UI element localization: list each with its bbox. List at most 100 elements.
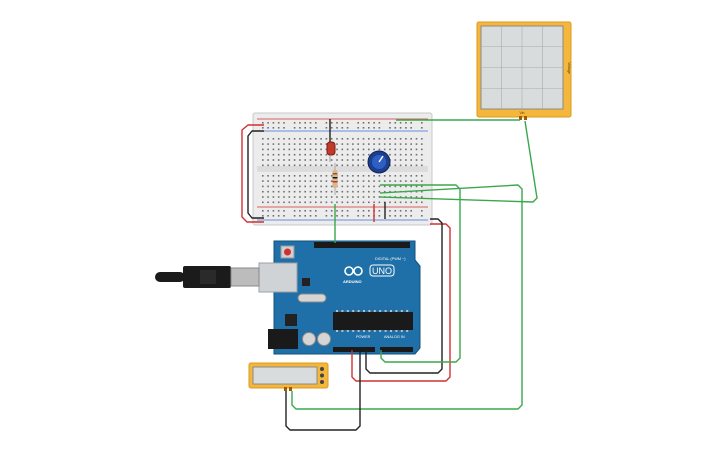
- breadboard-hole[interactable]: [399, 159, 402, 161]
- breadboard-hole[interactable]: [315, 180, 317, 182]
- breadboard-hole[interactable]: [373, 180, 375, 182]
- breadboard-hole[interactable]: [336, 190, 338, 193]
- breadboard-hole[interactable]: [421, 215, 423, 217]
- breadboard-hole[interactable]: [410, 180, 412, 182]
- breadboard-hole[interactable]: [315, 201, 317, 204]
- breadboard-hole[interactable]: [362, 215, 365, 217]
- multimeter-probe-terminal[interactable]: [320, 373, 324, 378]
- breadboard-hole[interactable]: [357, 210, 359, 212]
- breadboard-hole[interactable]: [421, 159, 423, 161]
- breadboard-hole[interactable]: [346, 180, 349, 182]
- breadboard-hole[interactable]: [389, 210, 391, 212]
- breadboard-hole[interactable]: [383, 180, 386, 182]
- breadboard-hole[interactable]: [410, 148, 412, 151]
- breadboard-hole[interactable]: [394, 159, 397, 161]
- breadboard-hole[interactable]: [293, 190, 296, 193]
- breadboard-hole[interactable]: [405, 180, 407, 182]
- breadboard-hole[interactable]: [304, 215, 306, 217]
- breadboard-hole[interactable]: [357, 164, 359, 167]
- breadboard-hole[interactable]: [315, 164, 317, 167]
- breadboard-hole[interactable]: [415, 164, 418, 167]
- breadboard-hole[interactable]: [299, 143, 301, 145]
- breadboard-hole[interactable]: [304, 122, 306, 124]
- breadboard-hole[interactable]: [373, 196, 375, 198]
- breadboard-hole[interactable]: [277, 153, 280, 156]
- breadboard-hole[interactable]: [362, 148, 365, 151]
- oscilloscope[interactable]: Voltage Vin: [476, 21, 572, 120]
- breadboard-hole[interactable]: [304, 138, 306, 140]
- breadboard-hole[interactable]: [346, 164, 349, 167]
- breadboard-hole[interactable]: [299, 127, 301, 129]
- breadboard-hole[interactable]: [368, 215, 370, 217]
- breadboard-hole[interactable]: [362, 190, 365, 193]
- breadboard-hole[interactable]: [373, 127, 375, 129]
- breadboard-hole[interactable]: [277, 201, 280, 204]
- breadboard-hole[interactable]: [304, 148, 306, 151]
- breadboard-hole[interactable]: [325, 190, 328, 193]
- green-wire-meter-positive[interactable]: [291, 184, 523, 410]
- breadboard-hole[interactable]: [410, 210, 412, 212]
- oscilloscope-pin-positive[interactable]: [519, 116, 522, 120]
- breadboard-hole[interactable]: [320, 185, 322, 188]
- breadboard-hole[interactable]: [346, 175, 349, 177]
- breadboard-hole[interactable]: [346, 159, 349, 161]
- breadboard-hole[interactable]: [262, 196, 264, 198]
- breadboard-hole[interactable]: [330, 138, 333, 140]
- breadboard-hole[interactable]: [304, 153, 306, 156]
- breadboard-hole[interactable]: [288, 159, 291, 161]
- breadboard-hole[interactable]: [283, 180, 285, 182]
- green-wire-scope-negative[interactable]: [379, 120, 538, 203]
- breadboard-hole[interactable]: [341, 210, 344, 212]
- breadboard-hole[interactable]: [283, 185, 285, 188]
- breadboard-hole[interactable]: [378, 143, 381, 145]
- breadboard-hole[interactable]: [421, 148, 423, 151]
- breadboard-hole[interactable]: [267, 196, 269, 198]
- breadboard-hole[interactable]: [320, 148, 322, 151]
- breadboard-hole[interactable]: [288, 153, 291, 156]
- breadboard-hole[interactable]: [277, 148, 280, 151]
- breadboard-hole[interactable]: [352, 175, 354, 177]
- breadboard-hole[interactable]: [405, 148, 407, 151]
- breadboard-hole[interactable]: [309, 210, 312, 212]
- breadboard-hole[interactable]: [383, 148, 386, 151]
- arduino-board[interactable]: ARDUINO UNO DIGITAL (PWM ~) POWER ANALOG…: [258, 240, 421, 355]
- breadboard-hole[interactable]: [262, 138, 264, 140]
- breadboard-hole[interactable]: [272, 138, 275, 140]
- breadboard-hole[interactable]: [330, 159, 333, 161]
- breadboard-hole[interactable]: [336, 122, 338, 124]
- breadboard-hole[interactable]: [421, 153, 423, 156]
- breadboard-hole[interactable]: [304, 143, 306, 145]
- breadboard-hole[interactable]: [389, 185, 391, 188]
- breadboard-hole[interactable]: [272, 185, 275, 188]
- breadboard-hole[interactable]: [341, 196, 344, 198]
- breadboard-hole[interactable]: [320, 190, 322, 193]
- breadboard-hole[interactable]: [362, 159, 365, 161]
- breadboard-hole[interactable]: [283, 190, 285, 193]
- breadboard-hole[interactable]: [315, 185, 317, 188]
- breadboard-hole[interactable]: [421, 180, 423, 182]
- breadboard-hole[interactable]: [330, 196, 333, 198]
- breadboard-hole[interactable]: [272, 196, 275, 198]
- breadboard-hole[interactable]: [341, 143, 344, 145]
- breadboard-hole[interactable]: [368, 143, 370, 145]
- breadboard-hole[interactable]: [352, 196, 354, 198]
- breadboard-hole[interactable]: [320, 201, 322, 204]
- breadboard-hole[interactable]: [299, 210, 301, 212]
- breadboard-hole[interactable]: [405, 138, 407, 140]
- breadboard-hole[interactable]: [410, 175, 412, 177]
- breadboard-hole[interactable]: [304, 175, 306, 177]
- breadboard-hole[interactable]: [405, 196, 407, 198]
- breadboard-hole[interactable]: [304, 196, 306, 198]
- breadboard-hole[interactable]: [389, 138, 391, 140]
- breadboard-hole[interactable]: [299, 164, 301, 167]
- breadboard-hole[interactable]: [330, 185, 333, 188]
- breadboard-hole[interactable]: [336, 127, 338, 129]
- breadboard-hole[interactable]: [293, 148, 296, 151]
- breadboard-hole[interactable]: [304, 164, 306, 167]
- breadboard-hole[interactable]: [288, 164, 291, 167]
- breadboard-hole[interactable]: [394, 164, 397, 167]
- multimeter-probe-terminal[interactable]: [320, 380, 324, 384]
- breadboard-hole[interactable]: [283, 164, 285, 167]
- breadboard-hole[interactable]: [421, 143, 423, 145]
